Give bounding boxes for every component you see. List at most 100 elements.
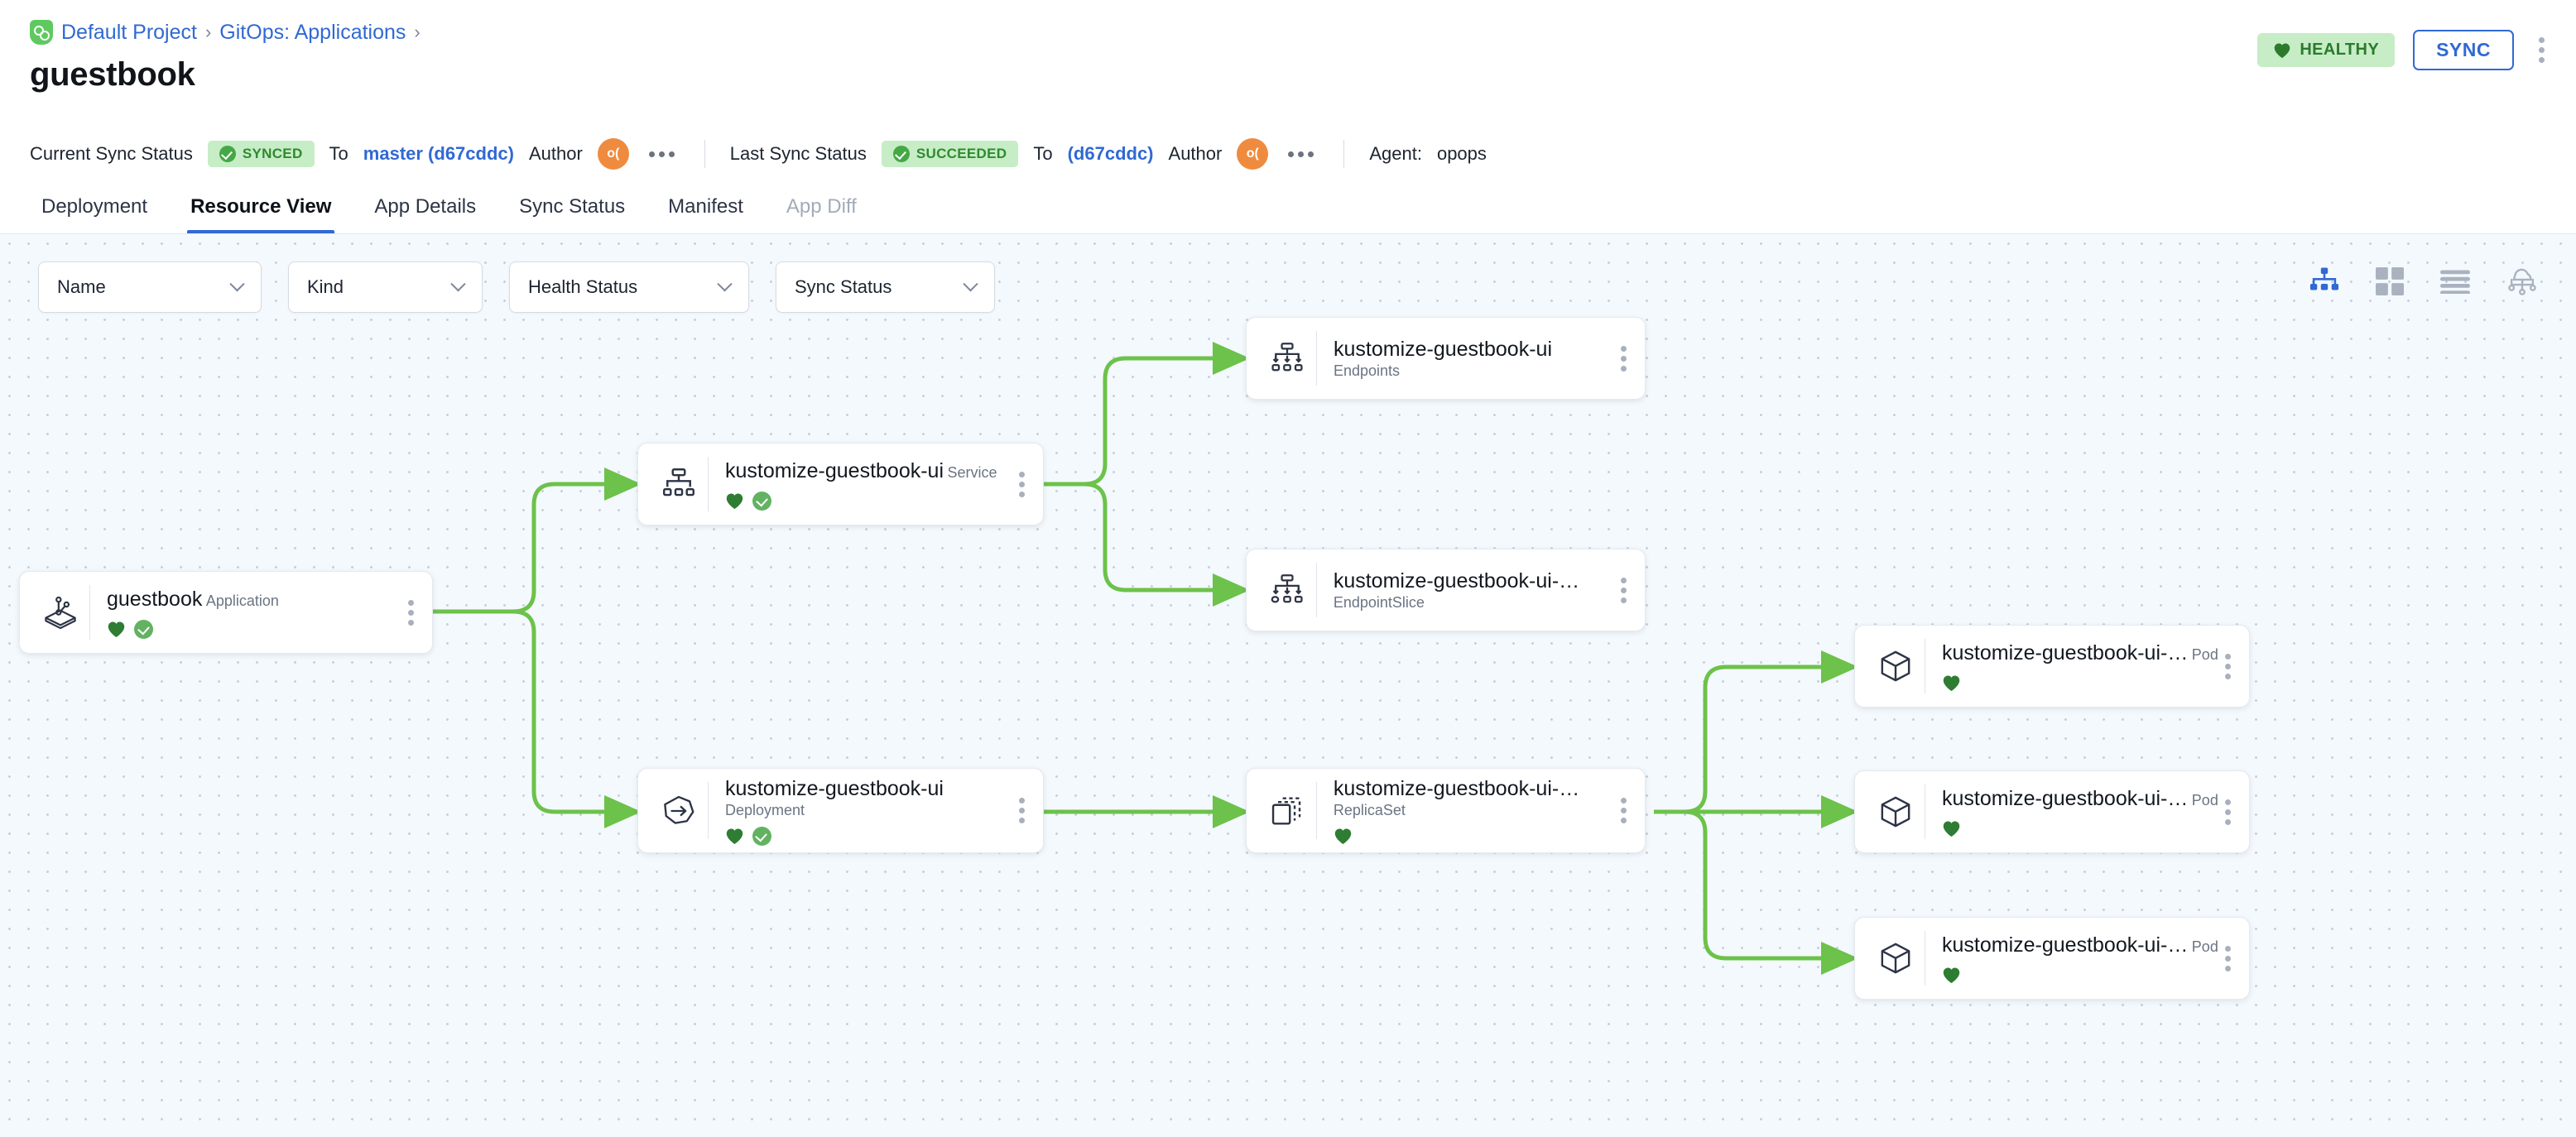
- breadcrumb-item-project[interactable]: Default Project: [61, 20, 197, 44]
- node-title: kustomize-guestbook-ui-…: [1942, 933, 2189, 957]
- node-title: kustomize-guestbook-ui-…: [1333, 776, 1580, 800]
- node-kind: Pod: [2191, 645, 2218, 663]
- node-kind: Application: [205, 592, 279, 609]
- filter-health-status-select[interactable]: Health Status: [509, 261, 749, 313]
- resource-graph-canvas[interactable]: Name Kind Health Status Sync Status: [0, 234, 2576, 1137]
- tree-view-icon[interactable]: [2309, 267, 2339, 295]
- current-sync-status-badge: SYNCED: [207, 141, 315, 167]
- current-sync-overflow-icon[interactable]: [644, 146, 680, 162]
- graph-node-deployment[interactable]: kustomize-guestbook-ui Deployment: [637, 768, 1044, 853]
- tab-manifest[interactable]: Manifest: [668, 194, 743, 218]
- page-header: Default Project › GitOps: Applications ›…: [0, 0, 2576, 128]
- graph-node-replicaset[interactable]: kustomize-guestbook-ui-… ReplicaSet: [1246, 768, 1646, 853]
- node-overflow-menu-icon[interactable]: [1014, 791, 1030, 830]
- last-sync-overflow-icon[interactable]: [1283, 146, 1319, 162]
- graph-node-endpoints[interactable]: kustomize-guestbook-ui Endpoints: [1246, 317, 1646, 400]
- node-overflow-menu-icon[interactable]: [1616, 571, 1632, 610]
- sync-ok-icon: [134, 619, 153, 639]
- check-circle-icon: [892, 146, 910, 162]
- node-title: kustomize-guestbook-ui-…: [1942, 786, 2189, 810]
- node-content: kustomize-guestbook-ui-… Pod: [1942, 640, 2220, 692]
- heart-icon: [2275, 42, 2290, 58]
- node-content: kustomize-guestbook-ui-… EndpointSlice: [1334, 568, 1616, 612]
- current-revision-link[interactable]: master (d67cddc): [363, 143, 514, 164]
- node-kind: Service: [947, 463, 997, 481]
- chevron-down-icon: [450, 276, 466, 291]
- node-overflow-menu-icon[interactable]: [2220, 793, 2236, 832]
- node-kind: Pod: [2191, 938, 2218, 955]
- last-to-label: To: [1033, 143, 1053, 164]
- replicaset-icon: [1265, 794, 1310, 828]
- node-overflow-menu-icon[interactable]: [403, 593, 419, 632]
- node-status-badges: [725, 491, 1014, 511]
- endpointslice-icon: [1265, 573, 1310, 607]
- last-sync-status-label: Last Sync Status: [729, 143, 867, 164]
- graph-node-application[interactable]: guestbook Application: [19, 571, 433, 654]
- node-overflow-menu-icon[interactable]: [1616, 339, 1632, 378]
- graph-node-endpointslice[interactable]: kustomize-guestbook-ui-… EndpointSlice: [1246, 549, 1646, 631]
- node-kind: Endpoints: [1333, 362, 1401, 380]
- heart-icon: [1943, 967, 1960, 983]
- heart-icon: [108, 621, 125, 637]
- node-kind: Deployment: [724, 802, 805, 819]
- last-revision-link[interactable]: (d67cddc): [1067, 143, 1154, 164]
- graph-node-service[interactable]: kustomize-guestbook-ui Service: [637, 443, 1044, 525]
- divider: [1343, 140, 1345, 168]
- last-author-label: Author: [1168, 143, 1223, 164]
- pod-icon: [1873, 941, 1918, 976]
- node-title: kustomize-guestbook-ui-…: [1942, 640, 2189, 664]
- list-view-icon[interactable]: [2440, 269, 2470, 294]
- filter-name-select[interactable]: Name: [38, 261, 262, 313]
- node-kind: EndpointSlice: [1333, 594, 1425, 612]
- tab-sync-status[interactable]: Sync Status: [519, 194, 626, 218]
- node-content: guestbook Application: [107, 587, 403, 639]
- heart-icon: [726, 828, 743, 844]
- current-author-label: Author: [528, 143, 583, 164]
- tab-app-details[interactable]: App Details: [374, 194, 477, 218]
- node-content: kustomize-guestbook-ui-… Pod: [1942, 786, 2220, 837]
- filter-sync-status-select[interactable]: Sync Status: [776, 261, 995, 313]
- pod-icon: [1873, 649, 1918, 684]
- node-status-badges: [107, 619, 403, 639]
- header-overflow-menu-icon[interactable]: [2532, 32, 2551, 68]
- node-status-badges: [725, 826, 1014, 846]
- last-author-avatar: o(: [1237, 138, 1269, 170]
- node-overflow-menu-icon[interactable]: [2220, 647, 2236, 686]
- filter-bar: Name Kind Health Status Sync Status: [38, 261, 995, 313]
- graph-node-pod-3[interactable]: kustomize-guestbook-ui-… Pod: [1854, 917, 2250, 1000]
- chevron-down-icon: [717, 276, 733, 291]
- chevron-down-icon: [963, 276, 978, 291]
- chevron-down-icon: [229, 276, 245, 291]
- sync-button[interactable]: SYNC: [2413, 30, 2514, 70]
- breadcrumb: Default Project › GitOps: Applications ›: [30, 18, 2546, 46]
- tab-deployment[interactable]: Deployment: [41, 194, 148, 218]
- network-view-icon[interactable]: [2506, 267, 2538, 295]
- node-content: kustomize-guestbook-ui Deployment: [724, 776, 1014, 846]
- breadcrumb-item-applications[interactable]: GitOps: Applications: [219, 20, 406, 44]
- node-title: kustomize-guestbook-ui: [725, 458, 944, 482]
- node-content: kustomize-guestbook-ui Service: [725, 458, 1014, 511]
- node-overflow-menu-icon[interactable]: [1014, 465, 1030, 504]
- node-overflow-menu-icon[interactable]: [2220, 939, 2236, 978]
- node-content: kustomize-guestbook-ui-… ReplicaSet: [1334, 776, 1616, 845]
- divider: [1316, 331, 1317, 386]
- tab-app-diff: App Diff: [786, 194, 857, 218]
- filter-kind-select[interactable]: Kind: [288, 261, 483, 313]
- breadcrumb-separator: ›: [414, 22, 421, 42]
- sync-ok-icon: [752, 826, 771, 846]
- filter-sync-status-label: Sync Status: [795, 276, 892, 297]
- check-circle-icon: [219, 146, 236, 162]
- node-status-badges: [1942, 966, 2220, 984]
- grid-view-icon[interactable]: [2376, 267, 2404, 295]
- node-title: guestbook: [107, 587, 203, 611]
- tab-bar: Deployment Resource View App Details Syn…: [0, 180, 2576, 234]
- graph-node-pod-1[interactable]: kustomize-guestbook-ui-… Pod: [1854, 625, 2250, 708]
- deployment-icon: [656, 793, 701, 829]
- health-status-badge: HEALTHY: [2257, 33, 2396, 67]
- filter-health-status-label: Health Status: [528, 276, 638, 297]
- graph-node-pod-2[interactable]: kustomize-guestbook-ui-… Pod: [1854, 770, 2250, 853]
- node-content: kustomize-guestbook-ui Endpoints: [1334, 337, 1616, 380]
- node-overflow-menu-icon[interactable]: [1616, 791, 1632, 830]
- divider: [89, 585, 90, 640]
- tab-resource-view[interactable]: Resource View: [169, 180, 353, 233]
